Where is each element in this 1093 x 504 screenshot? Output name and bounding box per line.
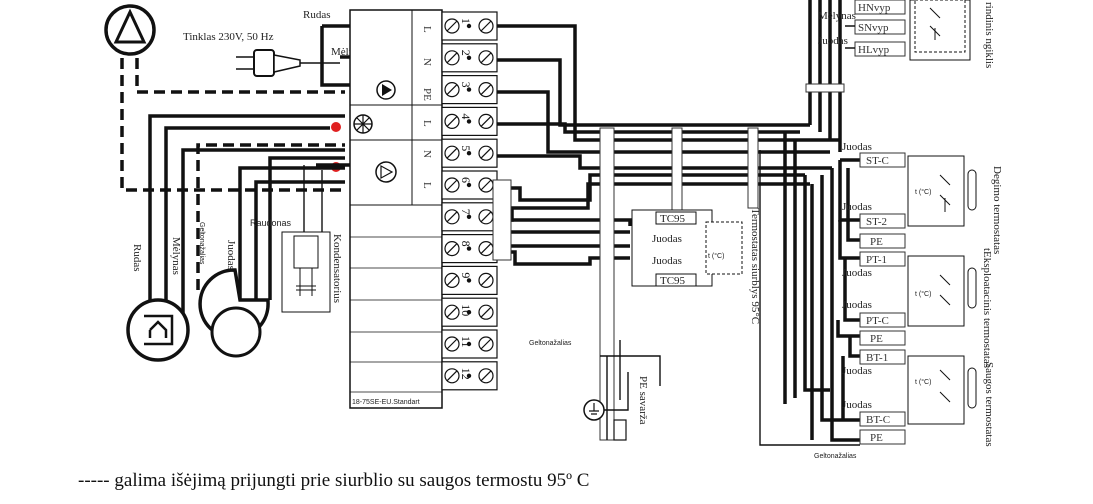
label-tc95-top: TC95 bbox=[660, 213, 686, 225]
terminal: 5 bbox=[441, 138, 498, 168]
thermostat-saugos bbox=[859, 349, 977, 445]
controller-board bbox=[349, 9, 443, 409]
terminal-number: 12 bbox=[459, 368, 473, 380]
terminal: 2 bbox=[441, 43, 498, 73]
fan-motor-icon bbox=[126, 298, 190, 362]
blower-motor-icon bbox=[198, 268, 270, 358]
terminal-number: 4 bbox=[459, 113, 473, 119]
ground-icon bbox=[583, 372, 629, 441]
label-juodas-r3: Juodas bbox=[842, 267, 872, 279]
terminal: 8 bbox=[441, 234, 498, 264]
label-melynas-right: Mėlynas bbox=[818, 10, 856, 22]
terminal: 7 bbox=[441, 202, 498, 232]
label-raudonas: Raudonas bbox=[250, 218, 292, 228]
label-tc-r1: t (°C) bbox=[915, 188, 931, 196]
label-pump-L: L bbox=[421, 182, 433, 189]
label-degimo: Degimo termostatas bbox=[991, 166, 1003, 254]
label-fan-N: N bbox=[421, 150, 433, 158]
label-kondensatorius: Kondensatorius bbox=[331, 234, 343, 303]
footnote: ----- galima išėjimą prijungti prie siur… bbox=[78, 470, 590, 491]
label-juodas-r1: Juodas bbox=[842, 141, 872, 153]
label-main-switch: rindinis ngiklis bbox=[983, 2, 995, 68]
fan-icon bbox=[353, 114, 373, 134]
thermostat-eksploatacinis bbox=[859, 251, 977, 346]
label-juodas-r5: Juodas bbox=[842, 365, 872, 377]
label-st-c: ST-C bbox=[866, 155, 889, 167]
label-tc-r2: t (°C) bbox=[915, 290, 931, 298]
label-eksploatacinis: tEksploatacinis termostatas bbox=[981, 248, 993, 368]
label-juodas-r2: Juodas bbox=[842, 201, 872, 213]
cable-sleeve-2 bbox=[671, 127, 683, 215]
label-pe-1: PE bbox=[870, 236, 883, 248]
label-juodas-tc2: Juodas bbox=[652, 255, 682, 267]
mains-plug bbox=[236, 49, 301, 77]
label-rudas-left: Rudas bbox=[131, 244, 143, 272]
terminal: 1 bbox=[441, 11, 498, 41]
label-tinklas: Tinklas 230V, 50 Hz bbox=[183, 31, 274, 43]
controller-model: 18-75SE-EU.Standart bbox=[352, 399, 420, 406]
label-tc-r3: t (°C) bbox=[915, 378, 931, 386]
terminal-number: 10 bbox=[459, 304, 473, 316]
pump-symbol-top bbox=[104, 4, 156, 56]
label-pe-3: PE bbox=[870, 432, 883, 444]
terminal-number: 5 bbox=[459, 145, 473, 151]
terminal-number: 2 bbox=[459, 50, 473, 56]
terminal-number: 8 bbox=[459, 241, 473, 247]
label-juodas-left: Juodas bbox=[225, 240, 237, 270]
label-bt-c: BT-C bbox=[866, 414, 890, 426]
label-mains-N: N bbox=[421, 58, 433, 66]
label-geltonazalias-left: Geltonažalias bbox=[198, 222, 205, 265]
label-saugos: Saugos termostatas bbox=[983, 362, 995, 447]
label-tc95-bottom: TC95 bbox=[660, 275, 686, 287]
terminal: 11 bbox=[441, 329, 498, 359]
label-juodas-tc1: Juodas bbox=[652, 233, 682, 245]
red-marker-1 bbox=[331, 122, 341, 132]
pump-icon-2 bbox=[375, 161, 397, 183]
label-juodas-r6: Juodas bbox=[842, 399, 872, 411]
terminal-number: 6 bbox=[459, 177, 473, 183]
pump-icon bbox=[376, 80, 396, 100]
terminal-number: 11 bbox=[459, 336, 473, 348]
label-mains-PE: PE bbox=[421, 88, 433, 101]
cable-clip-left bbox=[492, 179, 512, 261]
cable-clip-top bbox=[805, 83, 845, 93]
label-geltonazalias-mid: Geltonažalias bbox=[529, 340, 572, 347]
terminal: 6 bbox=[441, 170, 498, 200]
terminal: 10 bbox=[441, 297, 498, 327]
label-pe-2: PE bbox=[870, 333, 883, 345]
label-pt-1: PT-1 bbox=[866, 254, 887, 266]
label-hnvyp: HNvyp bbox=[858, 2, 891, 14]
capacitor bbox=[281, 231, 331, 313]
label-rudas-top: Rudas bbox=[303, 9, 331, 21]
label-termostatas-siurblys: Termostatas siurblys 95°C bbox=[749, 208, 761, 324]
terminal-number: 3 bbox=[459, 82, 473, 88]
label-mains-L: L bbox=[421, 26, 433, 33]
label-geltonazalias-bottom: Geltonažalias bbox=[814, 453, 857, 460]
cable-sleeve-3 bbox=[747, 127, 759, 209]
label-hlvyp: HLvyp bbox=[858, 44, 890, 56]
terminal-number: 1 bbox=[459, 18, 473, 24]
terminal-number: 7 bbox=[459, 209, 473, 215]
label-pe-savarza: PE savarža bbox=[637, 376, 649, 425]
label-juodas-r4: Juodas bbox=[842, 299, 872, 311]
terminal: 4 bbox=[441, 106, 498, 137]
label-bt-1: BT-1 bbox=[866, 352, 888, 364]
label-fan-L: L bbox=[421, 120, 433, 127]
terminal: 3 bbox=[441, 74, 498, 105]
tc95-thermostat bbox=[631, 209, 743, 287]
label-st-2: ST-2 bbox=[866, 216, 887, 228]
thermostat-degimo bbox=[859, 152, 977, 249]
label-pt-c: PT-C bbox=[866, 315, 889, 327]
main-switch bbox=[854, 0, 971, 61]
label-tc-box: t (°C) bbox=[708, 252, 724, 260]
label-melynas-left: Mėlynas bbox=[170, 237, 182, 275]
label-juodas-right: Juodas bbox=[818, 35, 848, 47]
terminal-number: 9 bbox=[459, 272, 473, 278]
label-snvyp: SNvyp bbox=[858, 22, 889, 34]
terminal: 12 bbox=[441, 361, 498, 391]
terminal: 9 bbox=[441, 265, 498, 295]
